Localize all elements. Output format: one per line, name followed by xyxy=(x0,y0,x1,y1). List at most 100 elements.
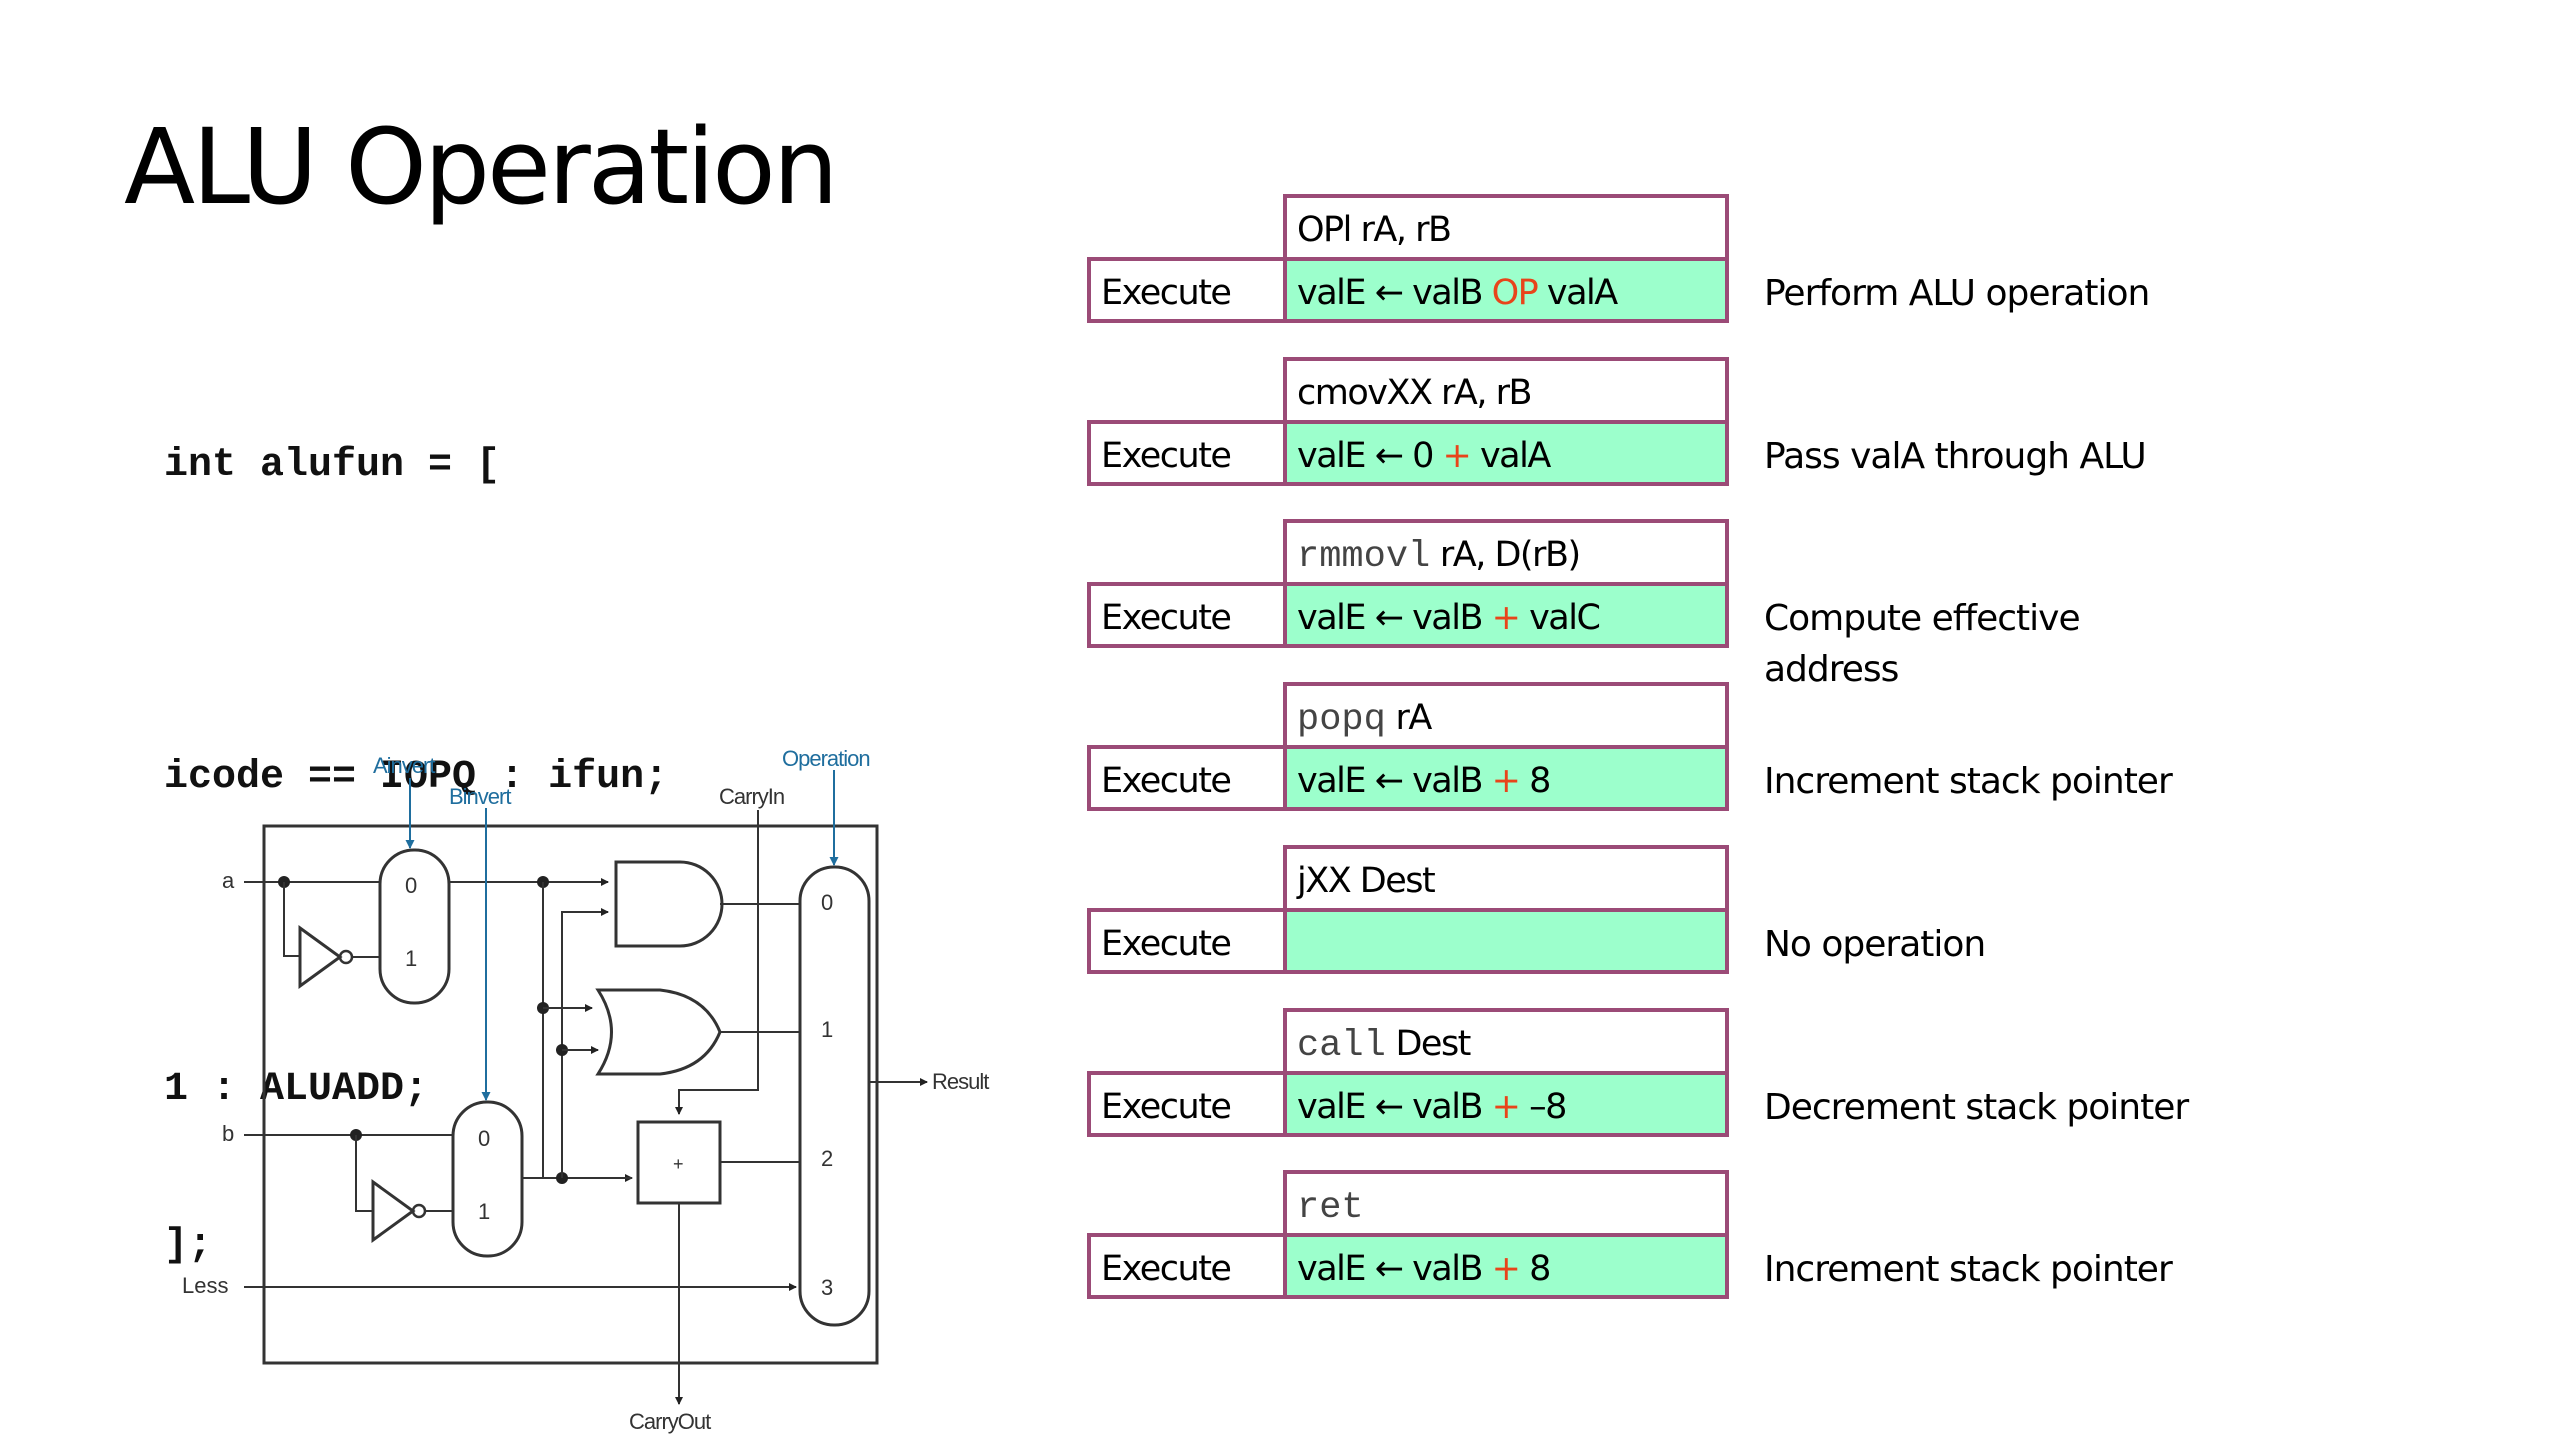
code-line: ]; xyxy=(164,1223,213,1268)
instruction-operands: cmovXX rA, rB xyxy=(1297,373,1533,413)
expression-part: 8 xyxy=(1519,761,1551,801)
expression-part: 8 xyxy=(1519,1249,1551,1289)
instruction-operands: Dest xyxy=(1385,1024,1471,1064)
instruction-mnemonic: rmmovl xyxy=(1297,536,1431,578)
mux-op-input-2: 2 xyxy=(821,1146,833,1171)
mux-a-input-1: 1 xyxy=(405,946,417,971)
stage-label-cell: Execute xyxy=(1087,1071,1287,1137)
expression-part: –8 xyxy=(1519,1087,1567,1127)
stage-description: No operation xyxy=(1764,924,1986,965)
ainvert-label: Ainvert xyxy=(373,753,435,778)
stage-label: Execute xyxy=(1101,761,1232,801)
mux-operation xyxy=(798,865,871,1327)
compute-cell xyxy=(1283,908,1729,974)
instruction-mnemonic: ret xyxy=(1297,1187,1364,1229)
mux-op-input-1: 1 xyxy=(821,1017,833,1042)
code-line: 1 : ALUADD; xyxy=(164,1067,429,1112)
instruction-cell: popq rA xyxy=(1283,682,1729,749)
mux-a-input-0: 0 xyxy=(405,873,417,898)
or-gate xyxy=(595,988,722,1076)
and-gate xyxy=(614,860,724,948)
mux-b-input-1: 1 xyxy=(478,1199,490,1224)
stage-block: rmmovl rA, D(rB) Execute valE ← valB + v… xyxy=(1087,519,1729,648)
compute-cell: valE ← valB + valC xyxy=(1283,582,1729,648)
instruction-cell: jXX Dest xyxy=(1283,845,1729,912)
slide-title: ALU Operation xyxy=(124,106,839,228)
stage-block: ret Execute valE ← valB + 8 xyxy=(1087,1170,1729,1299)
instruction-text: call Dest xyxy=(1297,1022,1471,1068)
compute-expression: valE ← valB + 8 xyxy=(1297,759,1551,803)
operation-label: Operation xyxy=(782,746,870,771)
compute-expression: valE ← valB + –8 xyxy=(1297,1085,1567,1129)
operator-highlight: OP xyxy=(1491,273,1539,313)
result-label: Result xyxy=(932,1069,989,1094)
compute-expression: valE ← valB + valC xyxy=(1297,596,1601,640)
stage-label-cell: Execute xyxy=(1087,257,1287,323)
expression-part: valE ← valB xyxy=(1297,598,1492,638)
compute-expression: valE ← valB + 8 xyxy=(1297,1247,1551,1291)
adder-symbol: + xyxy=(673,1154,684,1174)
expression-part: valA xyxy=(1537,273,1618,313)
stage-description: Increment stack pointer xyxy=(1764,1249,2173,1290)
stage-label-cell: Execute xyxy=(1087,420,1287,486)
stage-description: Perform ALU operation xyxy=(1764,273,2150,314)
expression-part: valE ← valB xyxy=(1297,273,1492,313)
stage-block: popq rA Execute valE ← valB + 8 xyxy=(1087,682,1729,811)
instruction-cell: rmmovl rA, D(rB) xyxy=(1283,519,1729,586)
stage-block: call Dest Execute valE ← valB + –8 xyxy=(1087,1008,1729,1137)
stage-label-cell: Execute xyxy=(1087,908,1287,974)
instruction-operands: jXX Dest xyxy=(1297,861,1436,901)
compute-cell: valE ← valB + 8 xyxy=(1283,745,1729,811)
instruction-text: cmovXX rA, rB xyxy=(1297,371,1533,417)
stage-block: cmovXX rA, rB Execute valE ← 0 + valA xyxy=(1087,357,1729,486)
code-line: int alufun = [ xyxy=(164,443,501,488)
expression-part: valE ← valB xyxy=(1297,1249,1492,1289)
instruction-mnemonic: popq xyxy=(1297,699,1386,741)
stage-description: Decrement stack pointer xyxy=(1764,1087,2189,1128)
compute-expression: valE ← valB OP valA xyxy=(1297,271,1618,315)
alufun-code-block: int alufun = [ icode == IOPQ : ifun; 1 :… xyxy=(164,336,668,1324)
binvert-label: Binvert xyxy=(449,784,511,809)
mux-ainvert xyxy=(378,848,451,1005)
stage-label-cell: Execute xyxy=(1087,582,1287,648)
stage-label-cell: Execute xyxy=(1087,745,1287,811)
operator-highlight: + xyxy=(1491,1249,1521,1289)
expression-part: valE ← valB xyxy=(1297,761,1492,801)
mux-b-input-0: 0 xyxy=(478,1126,490,1151)
instruction-cell: call Dest xyxy=(1283,1008,1729,1075)
input-less-label: Less xyxy=(182,1273,228,1298)
instruction-cell: OPl rA, rB xyxy=(1283,194,1729,261)
instruction-operands: rA xyxy=(1385,698,1432,738)
operator-highlight: + xyxy=(1491,598,1521,638)
stage-description: Increment stack pointer xyxy=(1764,761,2173,802)
stage-label-cell: Execute xyxy=(1087,1233,1287,1299)
stage-label: Execute xyxy=(1101,1249,1232,1289)
inverter-b xyxy=(371,1179,416,1243)
operator-highlight: + xyxy=(1491,1087,1521,1127)
mux-op-input-3: 3 xyxy=(821,1275,833,1300)
mux-op-input-0: 0 xyxy=(821,890,833,915)
instruction-text: rmmovl rA, D(rB) xyxy=(1297,533,1581,579)
stage-label: Execute xyxy=(1101,273,1232,313)
stage-block: jXX Dest Execute xyxy=(1087,845,1729,974)
carry-out-label: CarryOut xyxy=(629,1409,711,1434)
compute-cell: valE ← valB + 8 xyxy=(1283,1233,1729,1299)
expression-part: valE ← 0 xyxy=(1297,436,1443,476)
stage-description: Pass valA through ALU xyxy=(1764,436,2147,477)
input-a-label: a xyxy=(222,868,235,893)
instruction-text: OPl rA, rB xyxy=(1297,208,1452,254)
expression-part: valC xyxy=(1519,598,1601,638)
alu-outline-box xyxy=(262,824,879,1365)
expression-part: valA xyxy=(1470,436,1551,476)
stage-label: Execute xyxy=(1101,436,1232,476)
code-line: icode == IOPQ : ifun; xyxy=(164,755,669,800)
stage-block: OPl rA, rB Execute valE ← valB OP valA xyxy=(1087,194,1729,323)
expression-part: valE ← valB xyxy=(1297,1087,1492,1127)
inverter-a xyxy=(298,925,343,989)
stage-label: Execute xyxy=(1101,924,1232,964)
instruction-text: ret xyxy=(1297,1184,1364,1230)
operator-highlight: + xyxy=(1442,436,1471,476)
instruction-cell: cmovXX rA, rB xyxy=(1283,357,1729,424)
instruction-text: jXX Dest xyxy=(1297,859,1436,905)
